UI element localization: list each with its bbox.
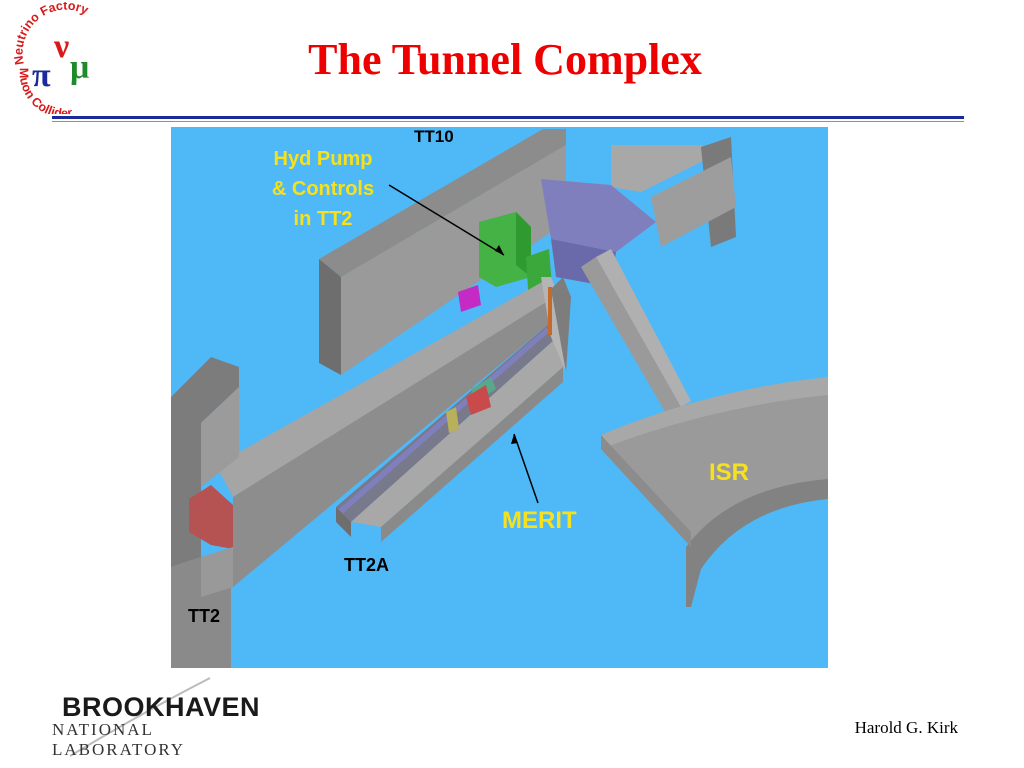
label-isr: ISR (709, 459, 750, 486)
tunnel-diagram: TT10 Hyd Pump & Controls in TT2 ISR MERI… (171, 127, 828, 668)
tt10-wall-left-end (319, 259, 341, 375)
tt2-red-floor (189, 485, 233, 549)
chamber-floor (541, 179, 656, 252)
label-tt2a: TT2A (344, 555, 389, 575)
label-hyd-pump-line1: Hyd Pump (273, 148, 373, 170)
label-tt10: TT10 (414, 127, 454, 146)
hyd-pump-pointer (388, 184, 505, 256)
tt10-wall-left (319, 129, 566, 277)
tt10-top-deck (611, 145, 711, 192)
bnl-swoosh (69, 677, 211, 757)
isr-ramp-left (581, 257, 681, 415)
isr-top-edge (601, 377, 828, 449)
tt2a-beam-pipe (339, 327, 549, 515)
tt10-wall-left-face (341, 145, 566, 375)
tt2-wall-top (216, 277, 551, 497)
brookhaven-logo: BROOKHAVEN NATIONAL LABORATORY (50, 674, 280, 760)
nufact-muon-collider-logo: Neutrino Factory Muon Collider ν π μ (12, 0, 116, 120)
isr-ramp-right (596, 249, 691, 407)
label-hyd-pump: Hyd Pump & Controls in TT2 (259, 144, 387, 234)
author-name: Harold G. Kirk (854, 718, 958, 737)
bnl-subtitle: NATIONAL LABORATORY (52, 720, 186, 759)
tt2-wall-face (233, 299, 551, 587)
orange-post (548, 287, 552, 335)
bnl-name: BROOKHAVEN (62, 692, 261, 722)
merit-cart (466, 385, 491, 415)
slide-title: The Tunnel Complex (308, 35, 702, 84)
title-rule-thin (52, 121, 964, 122)
magenta-module (458, 285, 481, 312)
label-merit: MERIT (502, 507, 577, 534)
merit-rack (446, 407, 459, 433)
logo-nu-symbol: ν (53, 28, 69, 65)
label-hyd-pump-line3: in TT2 (293, 208, 353, 230)
logo-mu-symbol: μ (70, 49, 89, 86)
isr-inner-wall (686, 479, 828, 607)
label-tt2: TT2 (188, 606, 221, 626)
merit-pointer (513, 433, 539, 504)
tt2-left-wall (171, 357, 239, 567)
label-hyd-pump-line2: & Controls (271, 178, 375, 200)
title-rule (52, 116, 964, 119)
tt10-wall-right-face (651, 157, 736, 247)
logo-pi-symbol: π (32, 57, 51, 94)
